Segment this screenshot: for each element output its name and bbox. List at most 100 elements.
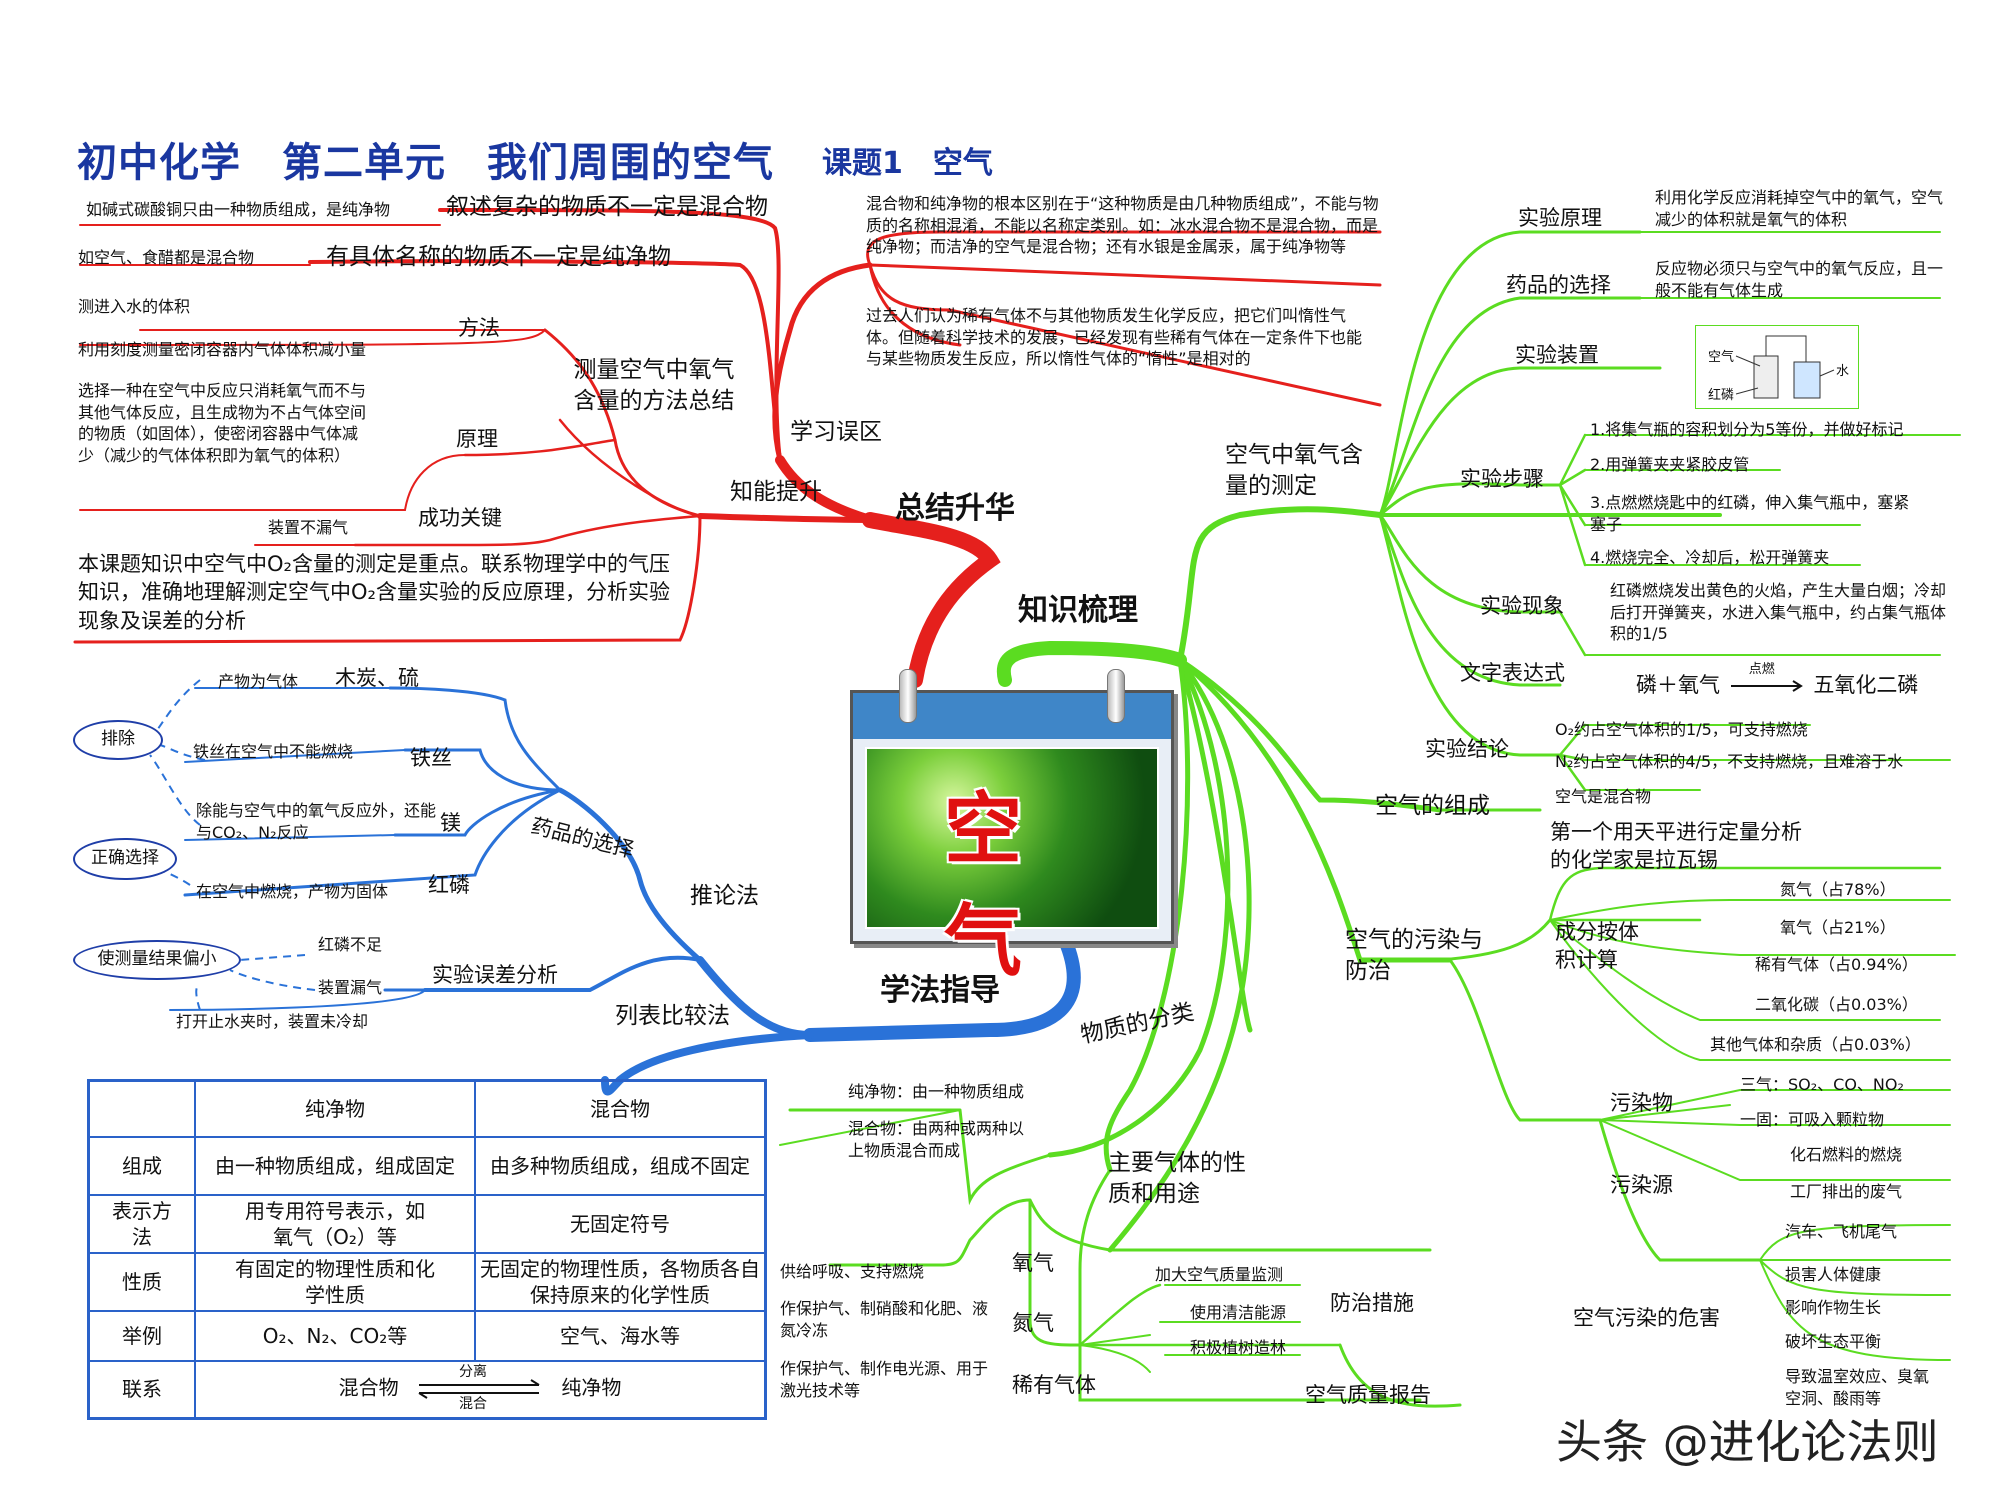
apparatus-air: 空气 xyxy=(1708,350,1735,365)
branch-method: 学法指导 xyxy=(880,973,1000,1008)
method-note-2: 利用刻度测量密闭容器内气体体积减小量 xyxy=(78,340,367,359)
pollutant-2: 一固：可吸入颗粒物 xyxy=(1740,1110,1885,1129)
step-2: 2.用弹簧夹夹紧胶皮管 xyxy=(1590,455,1750,474)
equation-left: 磷＋氧气 xyxy=(1636,673,1720,697)
noble-label: 稀有气体 xyxy=(1012,1373,1096,1397)
comp-1: 氮气（占78%） xyxy=(1780,880,1896,899)
harm-label: 空气污染的危害 xyxy=(1573,1306,1720,1330)
source-2: 工厂排出的废气 xyxy=(1790,1182,1903,1201)
mistake-1-note: 如碱式碳酸铜只由一种物质组成，是纯净物 xyxy=(86,200,391,219)
conclusion-label: 实验结论 xyxy=(1425,737,1509,761)
comparison-table: 纯净物 混合物 组成 由一种物质组成，组成固定 由多种物质组成，组成不固定 表示… xyxy=(87,1079,767,1420)
correct-label: 正确选择 xyxy=(91,848,159,868)
link-cell: 混合物 分离 混合 纯净物 xyxy=(194,1359,767,1420)
table-cell: 用专用符号表示，如氧气（O₂）等 xyxy=(194,1193,476,1254)
p-note: 在空气中燃烧，产物为固体 xyxy=(196,882,389,901)
error-3: 打开止水夹时，装置未冷却 xyxy=(176,1012,369,1031)
principle-note-k: 利用化学反应消耗掉空气中的氧气，空气减少的体积就是氧气的体积 xyxy=(1655,188,1944,229)
noble-note: 作保护气、制作电光源、用于激光技术等 xyxy=(780,1359,989,1400)
harm-4: 导致温室效应、臭氧空洞、酸雨等 xyxy=(1785,1367,1930,1408)
table-cell: O₂、N₂、CO₂等 xyxy=(194,1309,476,1362)
comp-5: 其他气体和杂质（占0.03%） xyxy=(1710,1035,1921,1054)
row-label: 联系 xyxy=(87,1359,196,1420)
harm-2: 影响作物生长 xyxy=(1785,1298,1882,1317)
charcoal-note: 产物为气体 xyxy=(218,672,299,691)
table-cell: 空气、海水等 xyxy=(474,1309,767,1362)
apparatus-icon xyxy=(1735,335,1835,399)
prevent-1: 加大空气质量监测 xyxy=(1155,1265,1284,1284)
drug-label-k: 药品的选择 xyxy=(1506,273,1611,297)
table-header-pure: 纯净物 xyxy=(194,1079,476,1138)
double-arrow-icon xyxy=(418,1379,540,1400)
conclusion-2: N₂约占空气体积的4/5，不支持燃烧，且难溶于水 xyxy=(1555,752,1904,771)
inference-label: 推论法 xyxy=(690,883,759,909)
error-1: 红磷不足 xyxy=(318,935,383,954)
error-label: 实验误差分析 xyxy=(432,963,558,987)
center-label: 空 气 xyxy=(943,785,1217,987)
table-cell: 无固定的物理性质，各物质各自保持原来的化学性质 xyxy=(474,1251,767,1312)
note-mixture: 混合物和纯净物的根本区别在于“这种物质是由几种物质组成”，不能与物质的名称相混淆… xyxy=(866,194,1379,257)
leaves-image xyxy=(865,747,1159,929)
conclusion-3: 空气是混合物 xyxy=(1555,787,1652,806)
arrow-right-icon xyxy=(1730,680,1803,692)
prevent-2: 使用清洁能源 xyxy=(1190,1303,1287,1322)
gases-label: 主要气体的性质和用途 xyxy=(1108,1150,1246,1208)
row-label: 表示方法 xyxy=(87,1193,196,1254)
method-label: 方法 xyxy=(458,316,500,340)
pollutant-label: 污染物 xyxy=(1610,1091,1673,1115)
exclude-oval: 排除 xyxy=(73,720,163,760)
mistake-2: 有具体名称的物质不一定是纯净物 xyxy=(326,244,671,270)
step-3: 3.点燃燃烧匙中的红磷，伸入集气瓶中，塞紧塞子 xyxy=(1590,493,1910,534)
error-2: 装置漏气 xyxy=(318,978,383,997)
main-title: 初中化学 第二单元 我们周围的空气 xyxy=(77,140,774,186)
key-note: 装置不漏气 xyxy=(268,518,349,537)
o2-note: 供给呼吸、支持燃烧 xyxy=(780,1262,925,1281)
lavoisier-note: 第一个用天平进行定量分析的化学家是拉瓦锡 xyxy=(1550,820,1802,873)
harm-3: 破坏生态平衡 xyxy=(1785,1332,1882,1351)
device-label: 实验装置 xyxy=(1515,343,1599,367)
source-1: 化石燃料的燃烧 xyxy=(1790,1145,1903,1164)
branch-knowledge: 知识梳理 xyxy=(1018,593,1138,628)
equation-arrow: 点燃 xyxy=(1727,662,1807,698)
method-note-1: 测进入水的体积 xyxy=(78,297,191,316)
n2-label: 氮气 xyxy=(1012,1311,1054,1335)
apparatus-p: 红磷 xyxy=(1708,388,1735,403)
apparatus-water: 水 xyxy=(1836,364,1850,379)
low-oval: 使测量结果偏小 xyxy=(73,940,241,980)
equation-label: 文字表达式 xyxy=(1460,661,1565,685)
table-cell: 由一种物质组成，组成固定 xyxy=(194,1135,476,1196)
iron-label: 铁丝 xyxy=(410,746,452,770)
row-label: 组成 xyxy=(87,1135,196,1196)
mistake-2-note: 如空气、食醋都是混合物 xyxy=(78,248,255,267)
exclude-label: 排除 xyxy=(101,729,135,749)
charcoal-label: 木炭、硫 xyxy=(335,666,419,690)
conclusion-1: O₂约占空气体积的1/5，可支持燃烧 xyxy=(1555,720,1808,739)
row-label: 举例 xyxy=(87,1309,196,1362)
pollutant-1: 三气：SO₂、CO、NO₂ xyxy=(1740,1075,1904,1094)
table-cell: 无固定符号 xyxy=(474,1193,767,1254)
comp-3: 稀有气体（占0.94%） xyxy=(1755,955,1918,974)
principle-note: 选择一种在空气中反应只消耗氧气而不与其他气体反应，且生成物为不占气体空间的物质（… xyxy=(78,381,367,465)
link-left: 混合物 xyxy=(338,1375,399,1400)
source-3: 汽车、飞机尾气 xyxy=(1785,1222,1898,1241)
note-noble: 过去人们认为稀有气体不与其他物质发生化学反应，把它们叫惰性气体。但随着科学技术的… xyxy=(866,306,1363,369)
step-1: 1.将集气瓶的容积划分为5等份，并做好标记 xyxy=(1590,420,1904,439)
table-header-empty xyxy=(87,1079,196,1138)
harm-1: 损害人体健康 xyxy=(1785,1265,1882,1284)
phenomenon-label: 实验现象 xyxy=(1480,594,1564,618)
lesson-title: 课题1 空气 xyxy=(822,146,993,181)
phenomenon-note: 红磷燃烧发出黄色的火焰，产生大量白烟；冷却后打开弹簧夹，水进入集气瓶中，约占集气… xyxy=(1610,581,1947,644)
key-label: 成功关键 xyxy=(418,506,502,530)
watermark: 头条 @进化论法则 xyxy=(1556,1415,1939,1469)
report-label: 空气质量报告 xyxy=(1305,1383,1431,1407)
steps-label: 实验步骤 xyxy=(1460,467,1544,491)
comp-2: 氧气（占21%） xyxy=(1780,918,1896,937)
table-header-mixture: 混合物 xyxy=(474,1079,767,1138)
focus-note: 本课题知识中空气中O₂含量的测定是重点。联系物理学中的气压知识，准确地理解测定空… xyxy=(78,552,670,633)
by-volume-label: 成分按体积计算 xyxy=(1555,920,1639,973)
oxygen-measure-label: 空气中氧气含量的测定 xyxy=(1225,442,1363,500)
comp-4: 二氧化碳（占0.03%） xyxy=(1755,995,1918,1014)
mg-note: 除能与空气中的氧气反应外，还能与CO₂、N₂反应 xyxy=(196,801,437,842)
composition-label: 空气的组成 xyxy=(1375,793,1490,819)
